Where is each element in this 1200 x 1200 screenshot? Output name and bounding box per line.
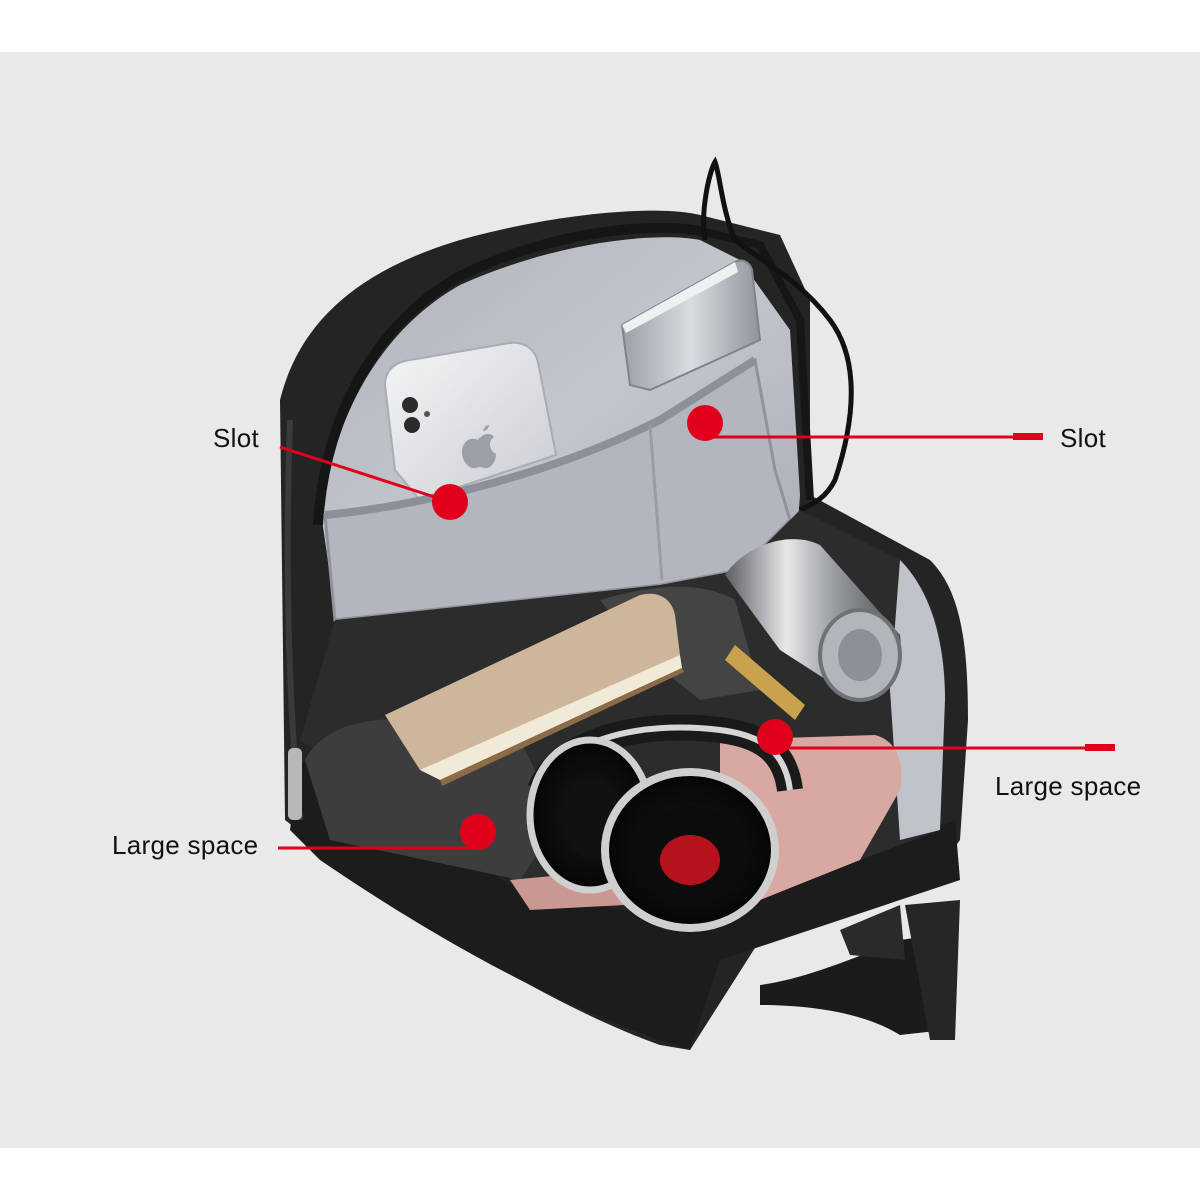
annotation-large-space-left (278, 814, 496, 850)
annotation-slot-right (687, 405, 1043, 441)
phone (383, 341, 558, 502)
power-bank (620, 259, 762, 392)
slot-label-left: Slot (213, 423, 260, 453)
headphones (526, 714, 803, 932)
slot-label-right: Slot (1060, 423, 1107, 453)
pen (725, 645, 805, 720)
annotation-large-space-right (757, 719, 1115, 755)
charging-cable (701, 156, 854, 513)
bag-handle (760, 900, 960, 1040)
apple-logo-icon (462, 425, 496, 469)
bottle (725, 539, 902, 702)
large-space-label-left: Large space (112, 830, 259, 860)
bag-front-panel (290, 760, 960, 1050)
notebook (385, 593, 684, 786)
large-space-label-right: Large space (995, 771, 1142, 801)
zipper-pull (288, 748, 302, 820)
annotation-slot-left (279, 445, 468, 520)
